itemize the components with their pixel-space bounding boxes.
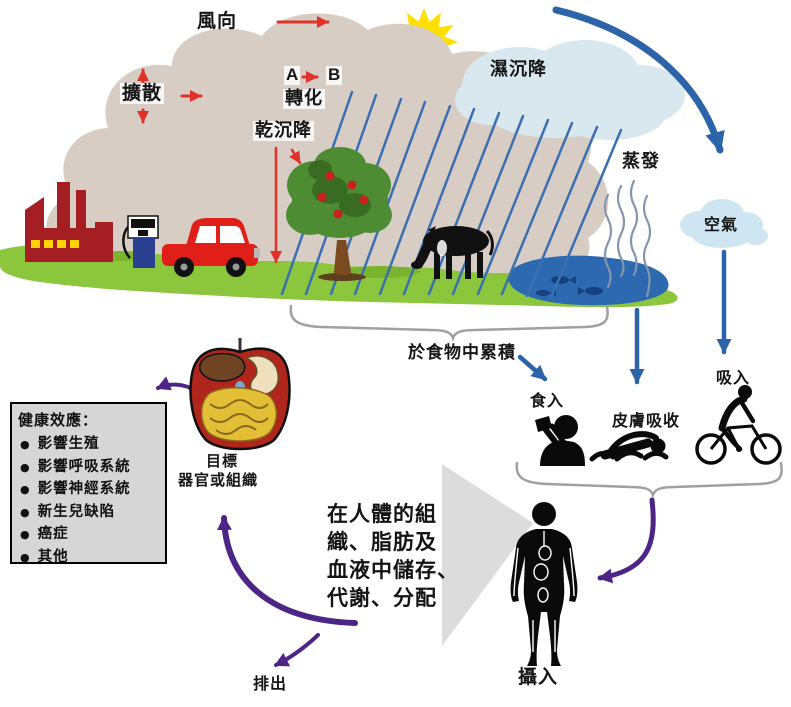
label-transform-from: A bbox=[284, 65, 301, 85]
label-air: 空氣 bbox=[704, 215, 739, 234]
body-cycle-arrows bbox=[156, 376, 656, 667]
health-effect-label: 癌症 bbox=[37, 525, 69, 542]
car-icon bbox=[162, 218, 260, 277]
bullet-icon: ● bbox=[20, 438, 31, 451]
label-wind-direction: 風向 bbox=[197, 10, 238, 32]
label-evaporation: 蒸發 bbox=[622, 151, 660, 172]
human-body-icon bbox=[510, 502, 578, 666]
label-food-accumulation: 於食物中累積 bbox=[408, 343, 516, 363]
label-diffusion: 擴散 bbox=[120, 82, 165, 104]
brace-food-accumulation bbox=[289, 304, 609, 342]
body-storage-line2: 織、脂肪及 bbox=[327, 529, 437, 554]
health-effect-label: 影響生殖 bbox=[37, 435, 100, 452]
swimmer-icon bbox=[589, 431, 669, 462]
air-cloud-icon bbox=[680, 199, 768, 248]
cyclist-icon bbox=[695, 385, 782, 465]
label-dry-deposition: 乾沉降 bbox=[253, 120, 314, 141]
label-transformation: 轉化 bbox=[283, 88, 325, 109]
body-storage-line1: 在人體的組 bbox=[327, 501, 437, 526]
cow-icon bbox=[411, 226, 494, 279]
brace-exposure-routes bbox=[515, 461, 783, 499]
health-effect-item: ● 影響生殖 bbox=[18, 433, 161, 456]
factory-icon bbox=[25, 182, 113, 262]
bullet-icon: ● bbox=[20, 550, 31, 564]
label-ingestion: 食入 bbox=[530, 391, 565, 410]
process-arrows bbox=[137, 16, 330, 264]
body-storage-text: 在人體的組 織、脂肪及 血液中儲存、 代謝、分配 bbox=[327, 500, 459, 612]
label-transform-to: B bbox=[326, 65, 343, 85]
health-effect-label: 影響神經系統 bbox=[37, 480, 131, 497]
health-effect-item: ● 新生兒缺陷 bbox=[18, 501, 161, 524]
label-excretion: 排出 bbox=[253, 674, 288, 693]
bullet-icon: ● bbox=[20, 505, 31, 519]
label-wet-deposition: 濕沉降 bbox=[490, 59, 547, 80]
health-effect-label: 影響呼吸系統 bbox=[37, 457, 131, 475]
evaporation-vapor-icon bbox=[603, 179, 652, 298]
body-storage-line4: 代謝、分配 bbox=[327, 585, 437, 610]
health-effects-box: 健康效應： ● 影響生殖 ● 影響呼吸系統 ● 影響神經系統 ● 新生兒缺陷 ●… bbox=[10, 402, 167, 565]
transport-arrows bbox=[517, 6, 732, 385]
drinking-person-icon bbox=[535, 415, 585, 466]
label-target-organ-line1: 目標 bbox=[206, 452, 239, 470]
bullet-icon: ● bbox=[20, 460, 31, 474]
health-effect-item: ● 影響神經系統 bbox=[18, 478, 161, 501]
label-target-organ-line2: 器官或組織 bbox=[178, 471, 259, 489]
magnifier-beam bbox=[442, 464, 533, 646]
label-intake: 攝入 bbox=[518, 666, 559, 688]
bullet-icon: ● bbox=[20, 483, 31, 496]
bullet-icon: ● bbox=[20, 528, 31, 541]
health-effect-item: ● 癌症 bbox=[18, 523, 161, 546]
health-effect-label: 其他 bbox=[37, 547, 69, 565]
health-effects-title: 健康效應： bbox=[18, 411, 99, 429]
target-organs-icon bbox=[189, 338, 291, 451]
gas-pump-icon bbox=[122, 215, 159, 268]
health-effect-item: ● 影響呼吸系統 bbox=[18, 456, 161, 479]
health-effect-label: 新生兒缺陷 bbox=[37, 502, 116, 520]
rain-cloud-icon bbox=[455, 40, 685, 140]
body-storage-line3: 血液中儲存、 bbox=[327, 557, 459, 582]
label-skin-absorption: 皮膚吸收 bbox=[612, 411, 681, 430]
label-inhalation: 吸入 bbox=[716, 368, 751, 387]
health-effect-item: ● 其他 bbox=[18, 546, 161, 569]
apple-tree-icon bbox=[286, 147, 392, 281]
